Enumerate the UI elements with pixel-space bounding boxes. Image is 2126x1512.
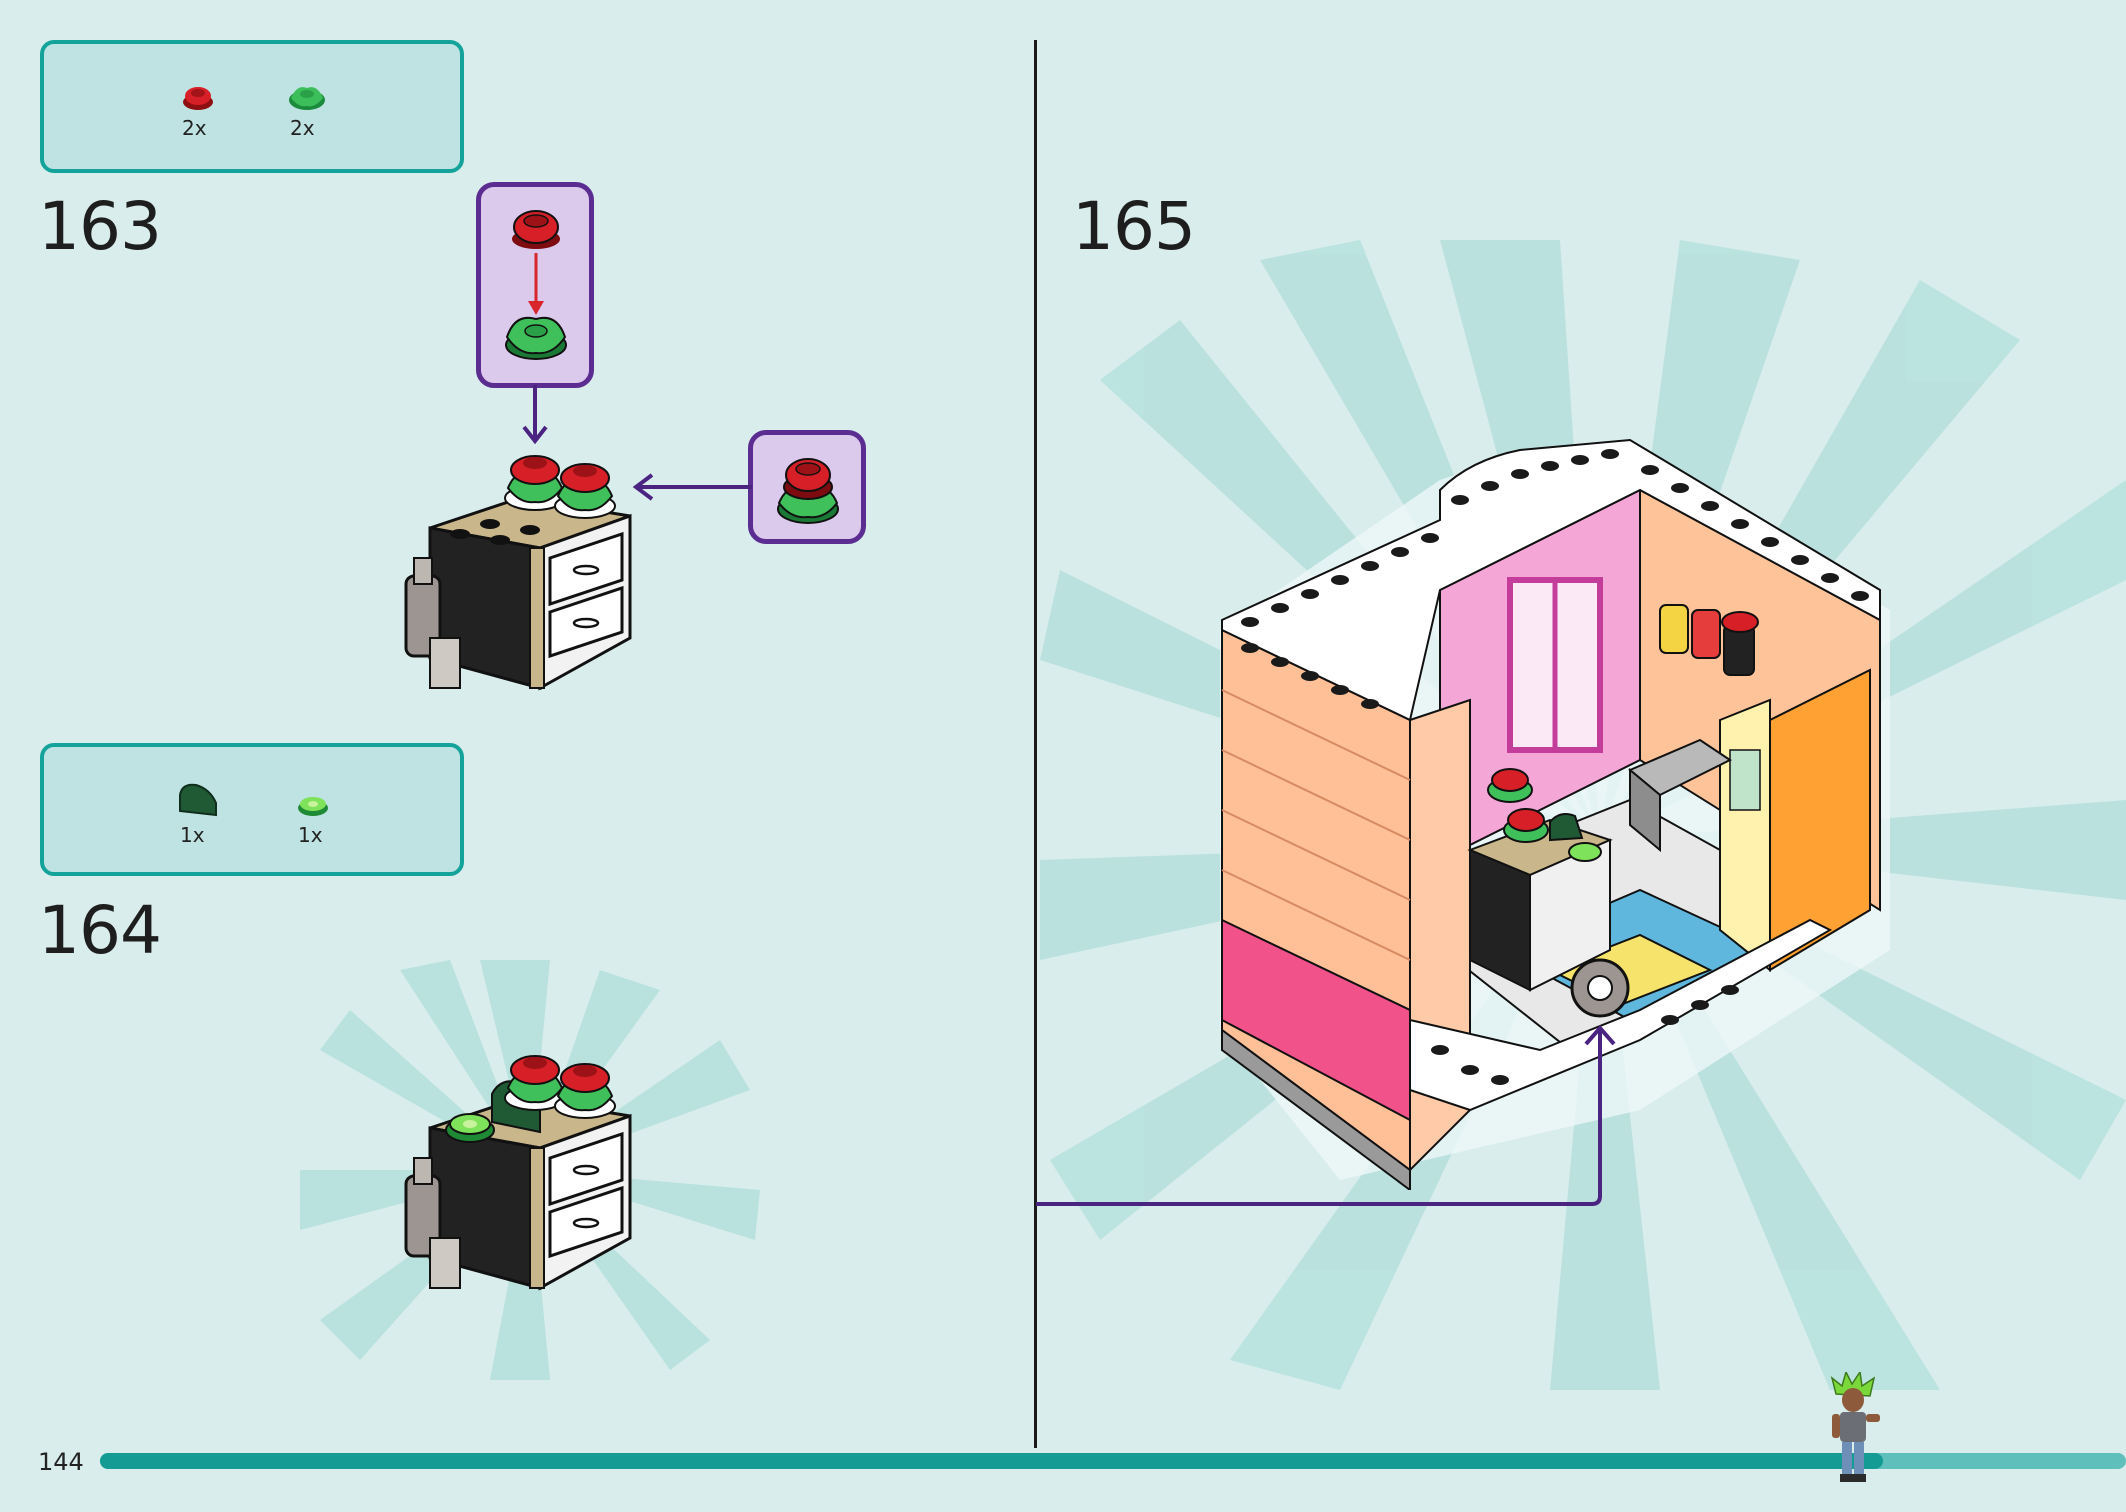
dark-green-slope-icon bbox=[179, 783, 217, 817]
step-number-164: 164 bbox=[38, 892, 162, 969]
parts-list-step-164: 1x 1x bbox=[40, 743, 464, 876]
lime-round-tile-icon bbox=[298, 797, 328, 816]
part-qty-4: 1x bbox=[298, 823, 323, 847]
green-leaf-plate-icon bbox=[289, 87, 325, 110]
flower-assembly-diagram bbox=[505, 210, 567, 360]
model-step-164 bbox=[404, 1055, 632, 1291]
red-flower-bud-icon bbox=[183, 87, 213, 110]
progress-bar-fill bbox=[100, 1453, 1883, 1469]
pointer-arrow-icon bbox=[1036, 1024, 1616, 1206]
part-qty-2: 2x bbox=[290, 116, 315, 140]
arrow-left-icon bbox=[632, 473, 752, 501]
subassembly-callout-flower-2 bbox=[748, 430, 866, 544]
model-step-163 bbox=[404, 455, 632, 691]
page-divider bbox=[1034, 40, 1037, 1448]
part-qty-3: 1x bbox=[180, 823, 205, 847]
subassembly-callout-flower bbox=[476, 182, 594, 388]
model-step-165 bbox=[1220, 438, 1890, 1190]
page-number: 144 bbox=[38, 1448, 84, 1476]
step-number-165: 165 bbox=[1072, 188, 1196, 265]
parts-list-step-163: 2x 2x bbox=[40, 40, 464, 173]
part-qty-1: 2x bbox=[182, 116, 207, 140]
step-number-163: 163 bbox=[38, 188, 162, 265]
arrow-down-icon bbox=[522, 385, 548, 445]
minifigure-icon bbox=[1830, 1372, 1880, 1482]
flower-on-leaf-icon bbox=[777, 458, 839, 524]
progress-bar bbox=[100, 1453, 2126, 1469]
